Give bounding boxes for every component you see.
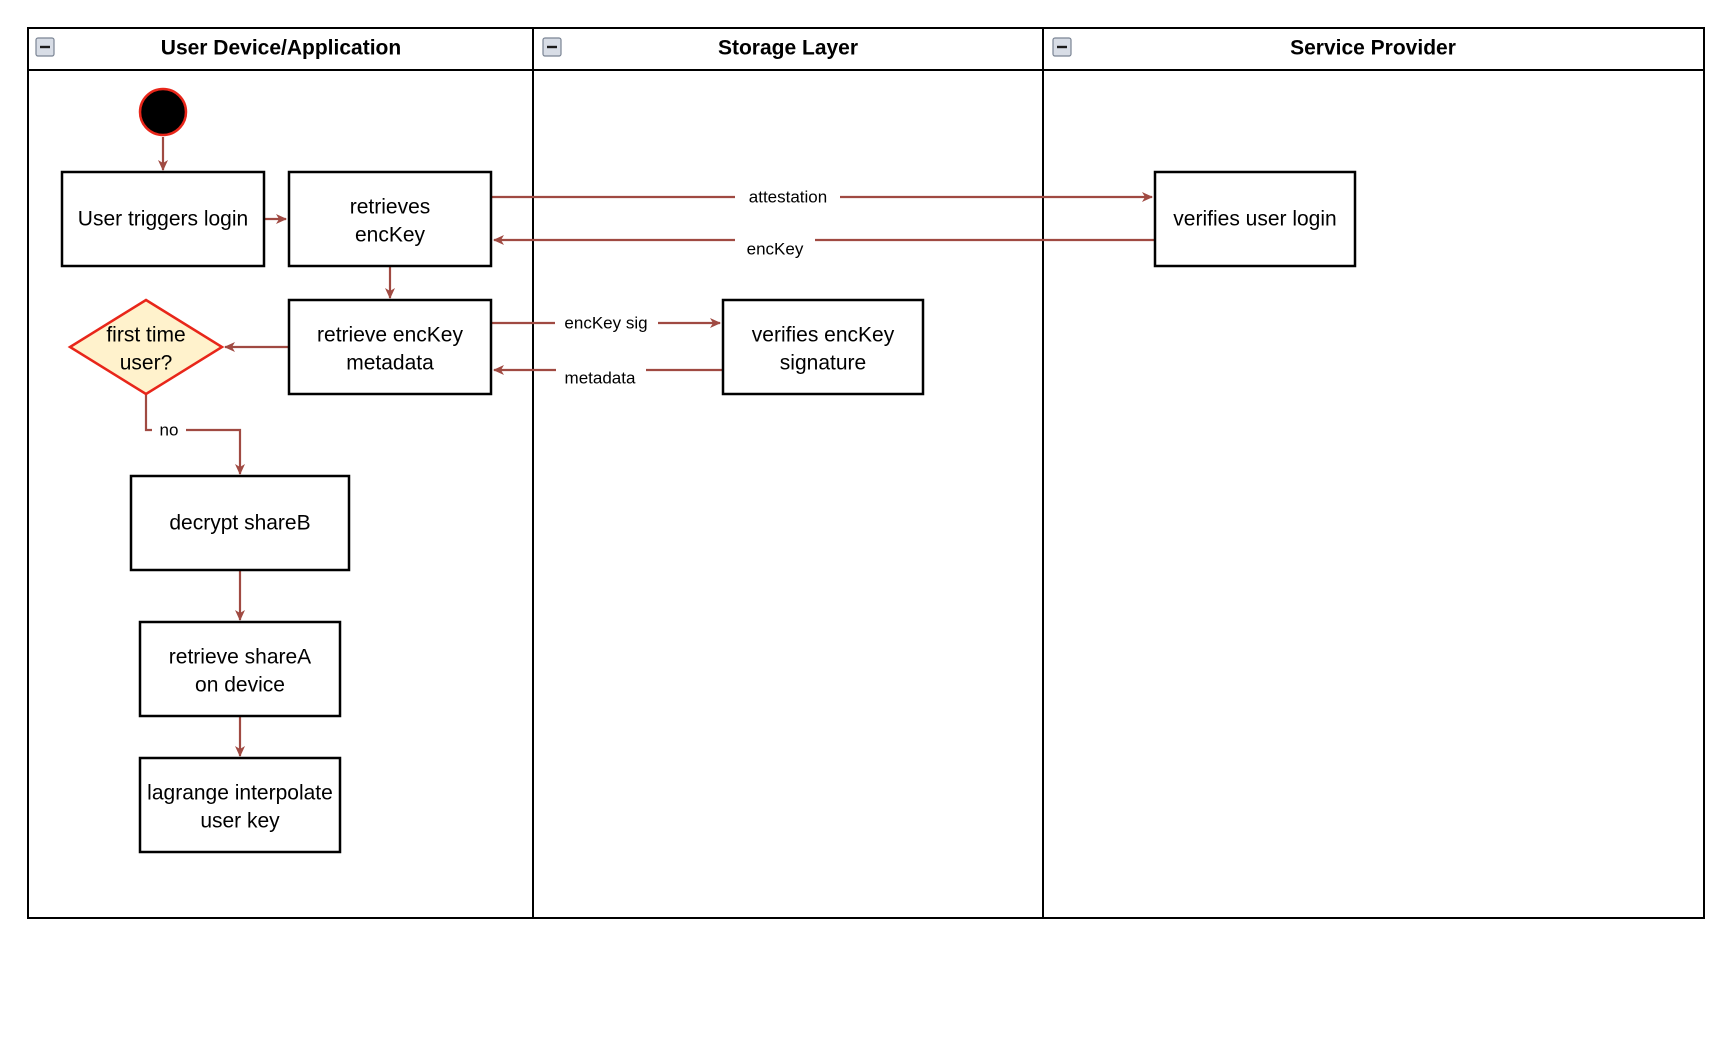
activity-label-decrypt-shareb: decrypt shareB [169, 512, 310, 535]
activity-box[interactable] [138, 620, 342, 718]
minus-icon[interactable] [35, 37, 55, 57]
activity-label-verifies-sig-line2: signature [780, 352, 866, 375]
edge-label-bg-enckey-sig [555, 312, 658, 334]
activity-label-retrieve-sharea-line2: on device [195, 674, 285, 697]
activity-label-retrieves-enckey-line2: encKey [355, 224, 426, 247]
edge-label-bg-no [152, 420, 186, 442]
edge-label-attestation: attestation [749, 187, 827, 206]
lane-storage-title: Storage Layer [718, 37, 858, 60]
lane-service-provider-body [1042, 27, 1705, 919]
activity-label-lagrange-line2: user key [200, 810, 280, 833]
activity-box[interactable] [138, 756, 342, 854]
activity-user-triggers-login[interactable]: User triggers login [60, 170, 266, 268]
activity-box[interactable] [287, 170, 493, 268]
activity-label-lagrange-line1: lagrange interpolate [147, 782, 333, 805]
edge-label-bg-enckey [735, 238, 815, 262]
activity-box[interactable] [721, 298, 925, 396]
activity-label-retrieve-enckey-metadata-line1: retrieve encKey [317, 324, 463, 347]
decision-label-first-time-user-line2: user? [120, 352, 173, 375]
activity-retrieve-sharea-on-device[interactable]: retrieve shareA on device [138, 620, 342, 718]
activity-verifies-enckey-signature[interactable]: verifies encKey signature [721, 298, 925, 396]
edge-label-metadata: metadata [565, 368, 636, 387]
activity-lagrange-interpolate-user-key[interactable]: lagrange interpolate user key [138, 756, 342, 854]
lane-storage-body [532, 27, 1044, 919]
activity-label-verifies-user-login: verifies user login [1173, 208, 1336, 231]
lane-storage[interactable]: Storage Layer [532, 27, 1044, 919]
activity-label-retrieve-enckey-metadata-line2: metadata [346, 352, 434, 375]
minus-icon[interactable] [1052, 37, 1072, 57]
activity-box[interactable] [60, 170, 266, 268]
activity-label-retrieves-enckey-line1: retrieves [350, 196, 431, 219]
activity-label-retrieve-sharea-line1: retrieve shareA [169, 646, 311, 669]
initial-node[interactable] [138, 87, 188, 137]
edge-label-enckey-sig: encKey sig [564, 313, 647, 332]
activity-label-user-triggers-login: User triggers login [78, 208, 248, 231]
activity-retrieve-enckey-metadata[interactable]: retrieve encKey metadata [287, 298, 493, 396]
minus-icon[interactable] [542, 37, 562, 57]
activity-box[interactable] [287, 298, 493, 396]
lane-user-device-title: User Device/Application [161, 37, 401, 60]
activity-verifies-user-login[interactable]: verifies user login [1153, 170, 1357, 268]
activity-label-verifies-sig-line1: verifies encKey [752, 324, 895, 347]
edge-label-no: no [160, 420, 179, 439]
activity-box[interactable] [1153, 170, 1357, 268]
decision-diamond[interactable] [67, 298, 225, 396]
edge-decision-to-decrypt [144, 394, 245, 475]
edge-label-enckey: encKey [747, 239, 804, 258]
decision-first-time-user[interactable]: first time user? [67, 298, 225, 396]
decision-label-first-time-user-line1: first time [106, 324, 185, 347]
activity-decrypt-shareb[interactable]: decrypt shareB [129, 474, 351, 572]
activity-retrieves-enckey[interactable]: retrieves encKey [287, 170, 493, 268]
edge-label-bg-metadata [556, 368, 646, 392]
lane-service-provider-title: Service Provider [1290, 37, 1456, 60]
activity-box[interactable] [129, 474, 351, 572]
edge-label-bg-attestation [735, 186, 840, 208]
lane-service-provider[interactable]: Service Provider [1042, 27, 1705, 919]
